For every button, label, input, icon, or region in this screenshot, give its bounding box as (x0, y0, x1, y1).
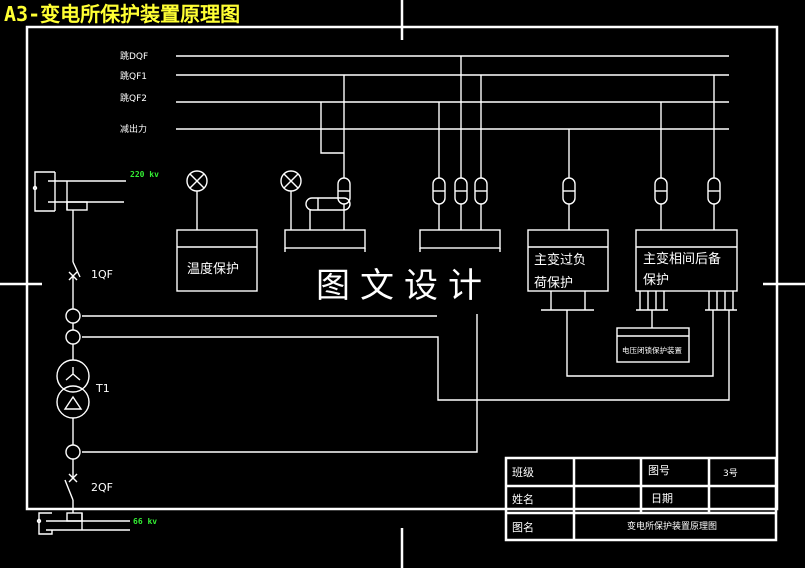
relay-contacts (305, 177, 721, 211)
title-block (504, 456, 778, 542)
contact-icon (454, 177, 468, 205)
contact-icon (305, 197, 351, 211)
class-label: 班级 (512, 466, 534, 479)
temperature-protection-label: 温度保护 (187, 261, 239, 277)
protection-box-3 (419, 229, 501, 252)
protection-box-2 (284, 229, 366, 252)
terminal-strips (541, 291, 737, 311)
backup-protection-box (635, 229, 738, 292)
trip-buses (176, 55, 729, 130)
bus-label-reduce-output: 减出力 (120, 123, 147, 135)
drawing-no-label: 图号 (648, 464, 670, 477)
breaker-2qf-label: 2QF (91, 481, 113, 494)
bottom-voltage-label: 66 kv (133, 517, 157, 526)
voltage-lock-box (616, 310, 690, 363)
backup-protection-label-2: 保护 (643, 273, 669, 288)
bus-taps (320, 56, 715, 178)
primary-circuit (32, 171, 130, 535)
drawing-name-label: 图名 (512, 520, 534, 534)
transformer-t1-label: T1 (95, 382, 110, 395)
contact-icon (474, 177, 488, 205)
date-label: 日期 (651, 492, 673, 505)
contact-icon (707, 177, 721, 205)
drawing-name-value: 变电所保护装置原理图 (627, 520, 717, 532)
drawing-no-value: 3号 (723, 468, 738, 479)
temperature-protection-box (176, 229, 258, 292)
contact-icon (654, 177, 668, 205)
overload-protection-label-1: 主变过负 (534, 252, 586, 268)
contact-icon (562, 177, 576, 205)
drawing-title: A3-变电所保护装置原理图 (4, 2, 240, 26)
watermark: 图文设计 (316, 266, 492, 306)
bus-label-dqf: 跳DQF (120, 50, 148, 62)
secondary-wiring (82, 310, 730, 453)
breaker-1qf-label: 1QF (91, 268, 113, 281)
bus-label-qf2: 跳QF2 (120, 92, 147, 104)
signal-lamp-icon (280, 170, 302, 230)
top-voltage-label: 220 kv (130, 170, 159, 179)
name-label: 姓名 (512, 492, 534, 506)
signal-lamp-icon (186, 170, 208, 230)
overload-protection-box (527, 229, 609, 292)
contact-icon (432, 177, 446, 205)
contact-leads (309, 204, 715, 230)
backup-protection-label-1: 主变相间后备 (643, 251, 721, 267)
bus-label-qf1: 跳QF1 (120, 70, 147, 82)
voltage-lock-label: 电压闭锁保护装置 (622, 345, 682, 355)
overload-protection-label-2: 荷保护 (534, 276, 573, 291)
